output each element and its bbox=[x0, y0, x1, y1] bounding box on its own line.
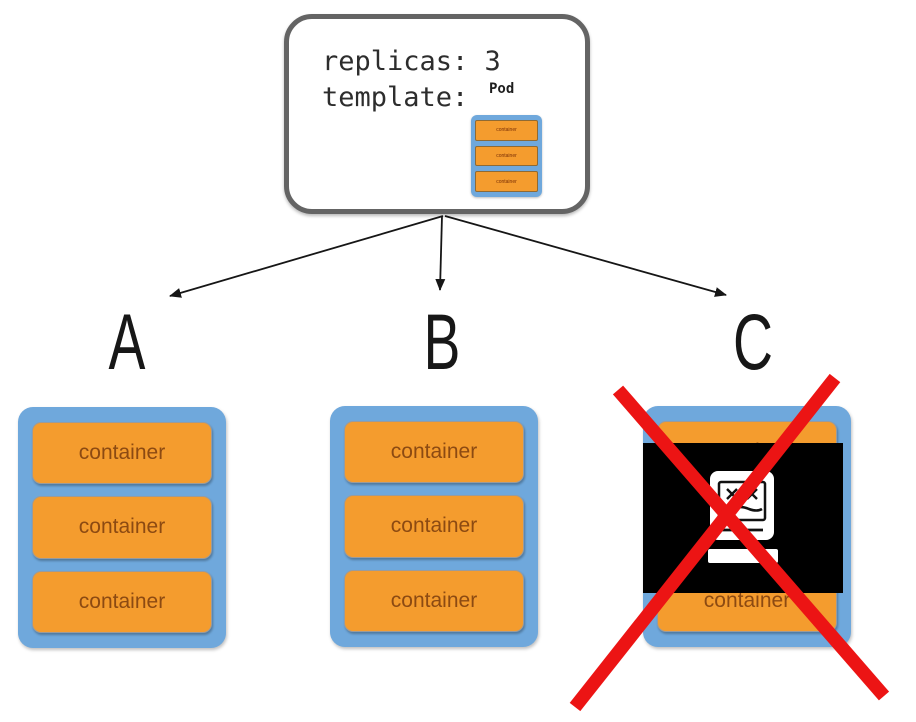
replica-a-label: A bbox=[108, 297, 146, 386]
container-box: container bbox=[32, 496, 212, 559]
crashed-computer-icon bbox=[708, 471, 778, 563]
template-to-pod-arrows bbox=[169, 215, 727, 298]
replica-b-label: B bbox=[423, 297, 461, 386]
arrow-to-c-icon bbox=[444, 215, 727, 297]
pod-c: container container container bbox=[643, 406, 851, 647]
crash-screen-overlay bbox=[643, 443, 843, 593]
container-box: container bbox=[32, 422, 212, 485]
pod-a: container container container bbox=[18, 407, 226, 648]
mini-container-box: container bbox=[475, 120, 538, 141]
mini-container-box: container bbox=[475, 145, 538, 167]
template-spec-text: template: bbox=[322, 82, 469, 113]
container-box: container bbox=[344, 495, 524, 558]
pod-b: container container container bbox=[330, 406, 538, 647]
pod-label: Pod bbox=[489, 81, 515, 97]
arrow-to-a-icon bbox=[169, 215, 444, 298]
container-box: container bbox=[344, 569, 524, 632]
template-mini-pod: container container container bbox=[471, 115, 542, 197]
mini-container-box: container bbox=[475, 171, 538, 193]
arrow-to-b-icon bbox=[435, 215, 446, 291]
replicaset-template-box: replicas: 3 template: Pod container cont… bbox=[284, 14, 590, 214]
replica-c-label: C bbox=[733, 297, 773, 386]
container-box: container bbox=[344, 421, 524, 484]
container-box: container bbox=[32, 570, 212, 633]
replicas-spec-text: replicas: 3 bbox=[322, 46, 501, 77]
